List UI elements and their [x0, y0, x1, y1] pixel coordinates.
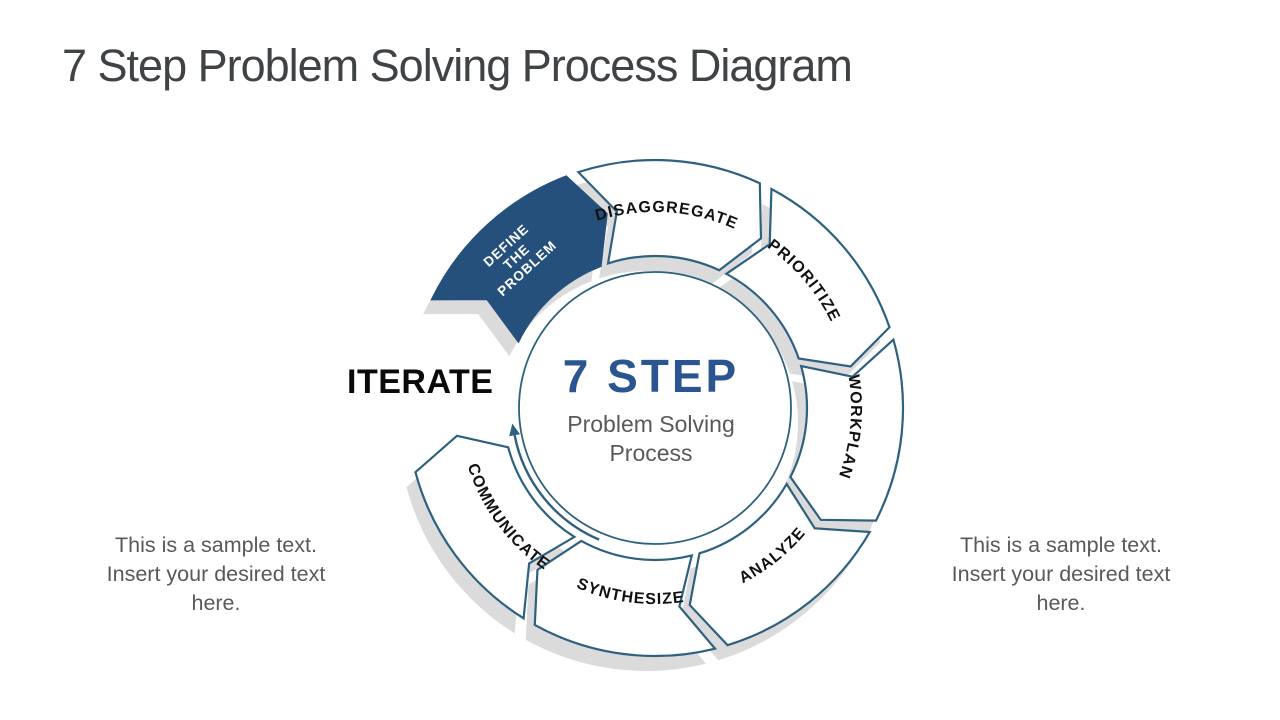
iterate-arrow[interactable] [513, 435, 600, 541]
iterate-label[interactable]: ITERATE [347, 363, 494, 401]
center-subtitle: Problem Solving Process [567, 411, 735, 466]
sample-text-left[interactable]: This is a sample text. Insert your desir… [106, 533, 326, 615]
slide-title[interactable]: 7 Step Problem Solving Process Diagram [62, 40, 853, 91]
segment-communicate[interactable] [414, 434, 577, 621]
iterate-arrow-head [509, 423, 520, 437]
sample-text-right[interactable]: This is a sample text. Insert your desir… [951, 533, 1171, 615]
segment-disaggregate[interactable] [576, 158, 763, 272]
segment-analyze[interactable] [688, 481, 872, 647]
segment-workplan[interactable] [789, 337, 905, 522]
segment-synthesize[interactable] [533, 539, 717, 658]
diagram-center-text[interactable]: 7 STEP Problem Solving Process [491, 349, 811, 468]
inner-circle [518, 271, 792, 545]
segment-prioritize[interactable] [724, 187, 891, 368]
segment-define-the-problem[interactable] [430, 175, 608, 344]
center-heading: 7 STEP [562, 350, 740, 402]
